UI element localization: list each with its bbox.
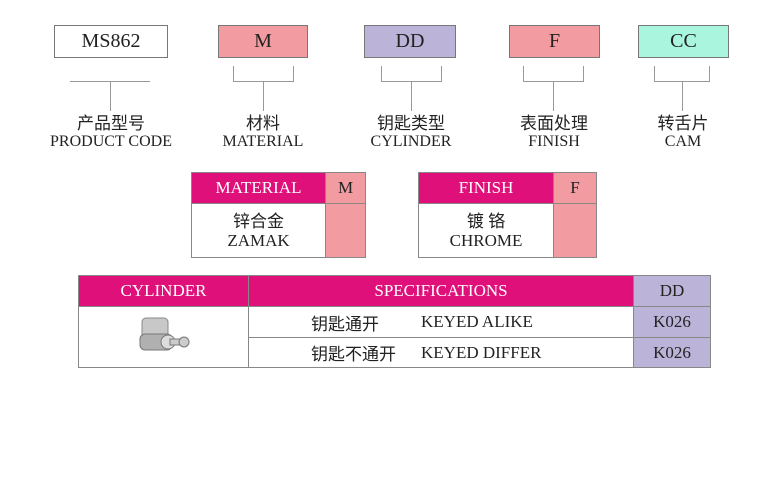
material-code-box: M [218,25,308,58]
divider [553,82,554,111]
finish-code-box: F [509,25,600,58]
finish-swatch [553,203,597,258]
bracket [233,66,294,82]
finish-code: F [553,172,597,204]
bracket [381,66,442,82]
cylinder-header: CYLINDER [78,275,249,307]
divider [263,82,264,111]
material-header: MATERIAL [191,172,326,204]
cylinder-lock-icon [139,317,189,351]
dd-header: DD [633,275,711,307]
material-swatch [325,203,366,258]
cam-code-box: CC [638,25,729,58]
divider [682,82,683,111]
dd-code: K026 [633,337,711,368]
cylinder-image-cell [78,306,249,368]
material-code: M [325,172,366,204]
divider [110,81,111,111]
bracket [523,66,584,82]
cylinder-code-box: DD [364,25,456,58]
dd-code: K026 [633,306,711,338]
divider [411,82,412,111]
product-code-box: MS862 [54,25,168,58]
specifications-header: SPECIFICATIONS [248,275,634,307]
finish-header: FINISH [418,172,554,204]
bracket [654,66,710,82]
